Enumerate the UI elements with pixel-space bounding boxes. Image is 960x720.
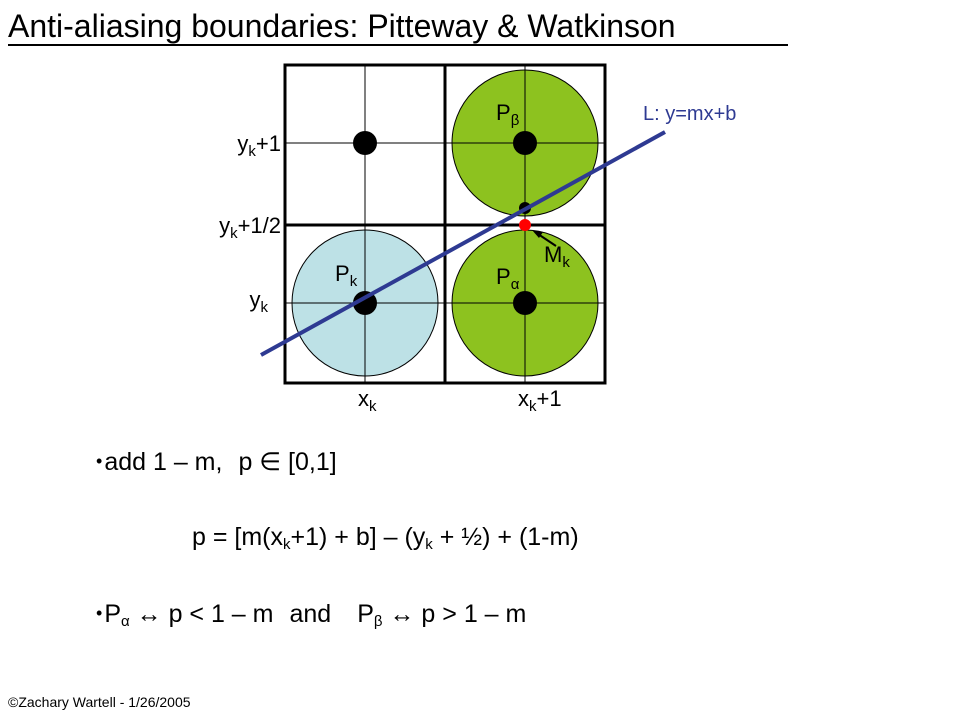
slide-title: Anti-aliasing boundaries: Pitteway & Wat… <box>8 8 676 44</box>
x-label-xk-plus-1: xk+1 <box>518 386 562 415</box>
label-p-k: Pk <box>335 261 358 290</box>
p-formula: p = [m(xk+1) + b] – (yk + ½) + (1-m) <box>192 522 579 560</box>
pixel-boundaries <box>283 63 607 385</box>
copyright-footer: ©Zachary Wartell - 1/26/2005 <box>8 694 191 710</box>
alpha-subscript: α <box>121 613 130 630</box>
formula-subscript: k <box>283 536 291 553</box>
pixel-center-dot <box>513 131 537 155</box>
line-l <box>260 130 666 357</box>
title-underline <box>8 44 788 46</box>
p-range-text: p ∈ [0,1] <box>238 448 337 476</box>
label-p-alpha: Pα <box>496 264 520 293</box>
formula-part: p = [m(x <box>192 523 283 551</box>
x-label-xk: xk <box>358 386 377 415</box>
bullet-icon: • <box>96 451 103 471</box>
y-label-yk: yk <box>250 287 269 316</box>
and-text: and <box>289 600 332 628</box>
label-p-beta: Pβ <box>496 100 520 129</box>
p-alpha-condition: ↔ p < 1 – m <box>129 600 274 628</box>
label-m-k: Mk <box>544 242 570 271</box>
bullet-add-1-minus-m: •add 1 – m, p ∈ [0,1] <box>96 446 337 477</box>
y-label-yk-plus-half: yk+1/2 <box>219 213 281 242</box>
midpoint-mk-dot <box>519 219 531 231</box>
p-beta-condition: ↔ p > 1 – m <box>382 600 527 628</box>
beta-subscript: β <box>373 613 383 630</box>
pixel-center-dot <box>353 131 377 155</box>
mk-arrowhead <box>532 230 543 238</box>
bullet-icon: • <box>96 603 103 623</box>
p-alpha-text: P <box>104 600 121 628</box>
line-equation-label: L: y=mx+b <box>643 103 736 125</box>
pixel-center-dot <box>353 291 377 315</box>
formula-part: +1) + b] – (y <box>290 523 426 551</box>
formula-part: + ½) + (1-m) <box>432 523 579 551</box>
p-beta-text: P <box>357 600 374 628</box>
add-1-minus-m-text: add 1 – m, <box>104 448 223 476</box>
pixel-center-dot <box>513 291 537 315</box>
y-label-yk-plus-1: yk+1 <box>237 131 281 160</box>
formula-subscript: k <box>425 536 433 553</box>
